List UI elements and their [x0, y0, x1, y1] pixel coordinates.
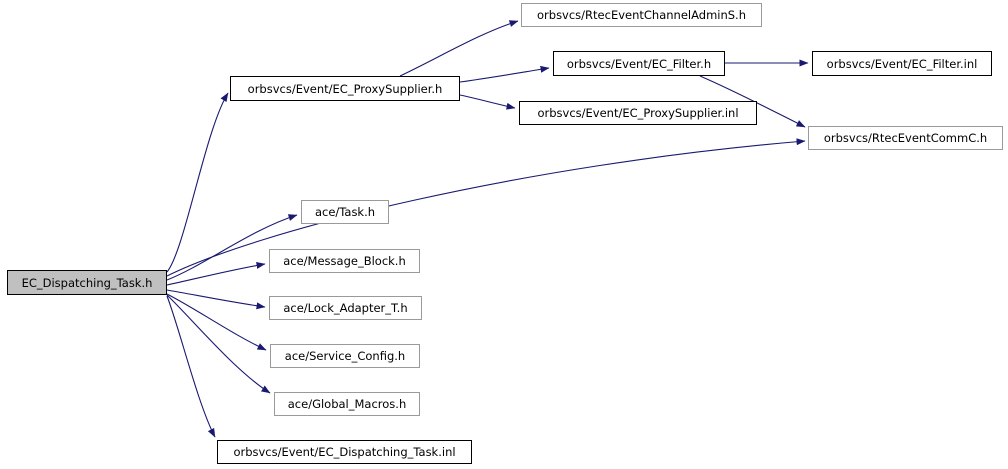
node-label: ace/Task.h: [314, 205, 376, 219]
edge-proxysupplier_h-to-filter_h: [459, 65, 550, 83]
edge-proxysupplier_h-to-adminS_h: [399, 20, 519, 77]
edge-root-to-proxysupplier_h: [166, 92, 229, 273]
node-task_h[interactable]: ace/Task.h: [301, 200, 389, 224]
node-label: EC_Dispatching_Task.h: [21, 275, 153, 290]
edge-root-to-task_h: [166, 214, 298, 281]
node-adminS_h[interactable]: orbsvcs/RtecEventChannelAdminS.h: [521, 3, 762, 27]
node-label: ace/Global_Macros.h: [287, 397, 407, 411]
edge-root-to-rteceventcomm_h: [166, 138, 806, 277]
node-label: orbsvcs/Event/EC_Filter.inl: [826, 56, 978, 71]
edge-root-to-dispatching_inl: [166, 295, 216, 438]
node-message_block_h[interactable]: ace/Message_Block.h: [269, 249, 420, 273]
node-global_macros_h[interactable]: ace/Global_Macros.h: [274, 392, 420, 416]
node-proxysupplier_h[interactable]: orbsvcs/Event/EC_ProxySupplier.h: [230, 76, 460, 101]
node-lock_adapter_h[interactable]: ace/Lock_Adapter_T.h: [269, 296, 422, 320]
node-proxysupplier_inl[interactable]: orbsvcs/Event/EC_ProxySupplier.inl: [519, 101, 757, 125]
edge-root-to-global_macros_h: [166, 294, 271, 394]
node-label: orbsvcs/Event/EC_ProxySupplier.inl: [537, 106, 739, 120]
node-dispatching_inl[interactable]: orbsvcs/Event/EC_Dispatching_Task.inl: [217, 440, 472, 464]
node-label: orbsvcs/RtecEventCommC.h: [823, 131, 988, 145]
node-label: ace/Lock_Adapter_T.h: [283, 301, 408, 315]
node-root[interactable]: EC_Dispatching_Task.h: [7, 270, 167, 295]
edge-root-to-lock_adapter_h: [166, 289, 266, 310]
node-label: orbsvcs/Event/EC_ProxySupplier.h: [247, 81, 443, 96]
node-label: ace/Service_Config.h: [284, 349, 406, 363]
edge-proxysupplier_h-to-proxysupplier_inl: [459, 94, 516, 110]
node-label: orbsvcs/RtecEventChannelAdminS.h: [537, 8, 746, 22]
node-filter_inl[interactable]: orbsvcs/Event/EC_Filter.inl: [812, 51, 992, 76]
edge-root-to-message_block_h: [166, 261, 266, 286]
node-rteceventcomm_h[interactable]: orbsvcs/RtecEventCommC.h: [808, 126, 1003, 150]
node-label: ace/Message_Block.h: [283, 254, 406, 268]
node-label: orbsvcs/Event/EC_Dispatching_Task.inl: [233, 445, 456, 459]
node-label: orbsvcs/Event/EC_Filter.h: [566, 56, 712, 71]
edge-root-to-service_config_h: [166, 293, 267, 351]
node-service_config_h[interactable]: ace/Service_Config.h: [270, 344, 420, 368]
node-filter_h[interactable]: orbsvcs/Event/EC_Filter.h: [553, 51, 725, 76]
